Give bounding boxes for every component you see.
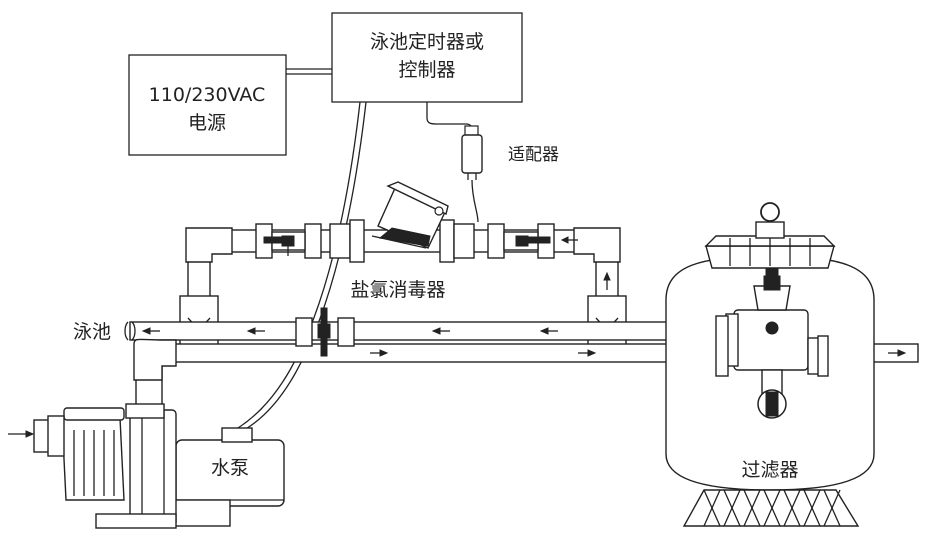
chlorinator-label: 盐氯消毒器	[350, 279, 445, 301]
controller-box: 泳池定时器或 控制器	[331, 12, 523, 103]
controller-label-line2: 控制器	[398, 59, 455, 81]
arrow-icon	[431, 327, 450, 335]
arrow-icon	[246, 327, 265, 335]
arrow-icon	[8, 430, 35, 438]
pump-outlet-pipe	[133, 338, 721, 425]
arrow-icon	[888, 349, 907, 357]
salt-chlorinator: 盐氯消毒器	[329, 181, 475, 301]
arrow-icon	[560, 236, 578, 244]
arrow-icon	[141, 327, 160, 335]
pump-label: 水泵	[211, 457, 249, 479]
pump: 水泵	[33, 403, 285, 529]
ball-valve-left	[255, 223, 322, 259]
power-cord	[286, 68, 332, 75]
sand-filter: 过滤器	[665, 202, 875, 527]
filter-label: 过滤器	[741, 459, 798, 481]
ball-valve-right	[487, 223, 555, 259]
controller-label-line1: 泳池定时器或	[370, 31, 484, 53]
arrow-icon	[603, 271, 611, 290]
adapter: 适配器	[426, 102, 559, 223]
pool-label: 泳池	[73, 321, 111, 343]
arrow-icon	[539, 327, 558, 335]
arrow-icon	[578, 349, 597, 357]
power-supply-box: 110/230VAC 电源	[128, 54, 287, 156]
power-label-line1: 110/230VAC	[149, 84, 266, 106]
arrow-icon	[370, 349, 389, 357]
power-label-line2: 电源	[188, 112, 226, 134]
flow-arrows	[8, 236, 907, 438]
adapter-label: 适配器	[508, 145, 559, 165]
ball-valve-main	[295, 307, 355, 357]
